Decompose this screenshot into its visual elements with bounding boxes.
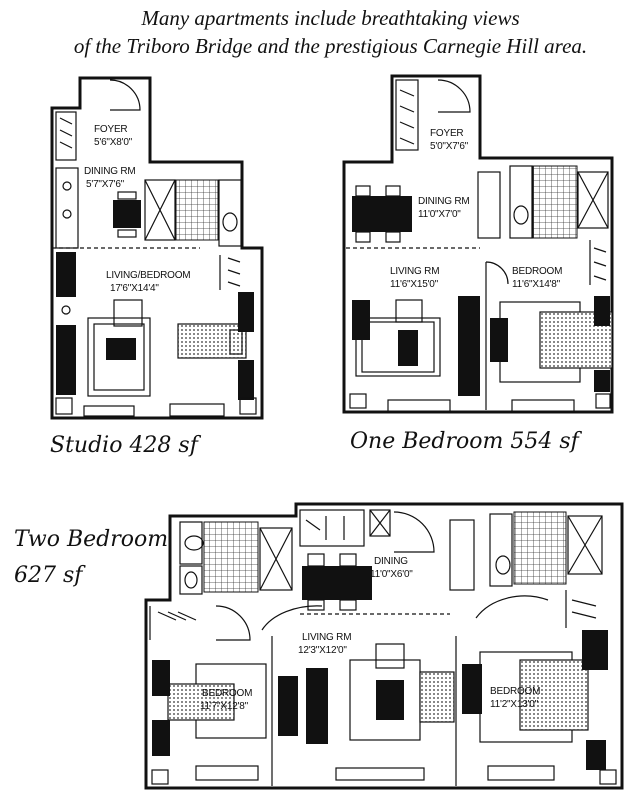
studio-foyer-size: 5'6"X8'0" [94,137,133,148]
one-bed-dining-size: 11'0"X7'0" [418,209,461,220]
studio-dining-size: 5'7"X7'6" [86,179,125,190]
studio-living-name: LIVING/BEDROOM [106,270,190,281]
two-bedroom-plan [144,502,624,790]
two-bed-bedroom1-size: 11'7"X12'8" [200,701,249,712]
one-bed-foyer-name: FOYER [430,128,463,139]
studio-living-size: 17'6"X14'4" [110,283,159,294]
two-bed-bedroom1-name: BEDROOM [202,688,252,699]
headline-line-2: of the Triboro Bridge and the prestigiou… [73,34,588,58]
two-bed-dining-size: 11'0"X6'0" [370,569,413,580]
one-bed-living-name: LIVING RM [390,266,439,277]
two-bed-living-size: 12'3"X12'0" [298,645,347,656]
two-bed-bedroom2-size: 11'2"X13'0" [490,699,539,710]
two-bed-living-name: LIVING RM [302,632,351,643]
studio-dining-name: DINING RM [84,166,136,177]
two-bedroom-caption-line2: 627 sf [14,563,86,588]
one-bed-bedroom-size: 11'6"X14'8" [512,279,561,290]
two-bed-dining-name: DINING [374,556,408,567]
one-bed-bedroom-name: BEDROOM [512,266,562,277]
two-bedroom-caption-line1: Two Bedroom [14,527,168,552]
studio-plan [50,76,264,420]
one-bed-dining-name: DINING RM [418,196,470,207]
headline-line-1: Many apartments include breathtaking vie… [141,6,520,30]
studio-foyer-name: FOYER [94,124,127,135]
studio-caption: Studio 428 sf [50,433,202,458]
one-bedroom-caption: One Bedroom 554 sf [350,429,583,454]
two-bed-bedroom2-name: BEDROOM [490,686,540,697]
one-bed-foyer-size: 5'0"X7'6" [430,141,469,152]
one-bedroom-plan [342,74,614,414]
one-bed-living-size: 11'6"X15'0" [390,279,439,290]
